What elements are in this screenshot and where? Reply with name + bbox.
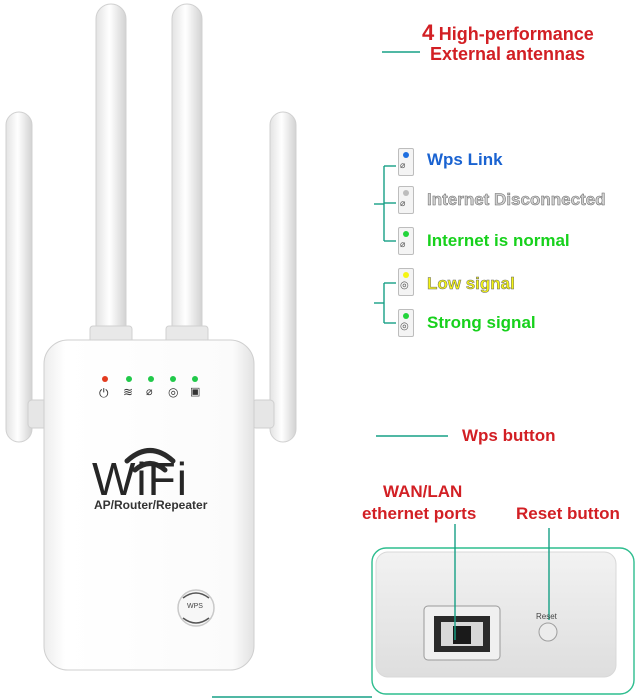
antenna-callout-line1: High-performance — [438, 24, 594, 44]
antenna-count: 4 — [422, 20, 435, 45]
wan-lan-callout-line1: WAN/LAN — [383, 482, 463, 501]
wifi-logo-arcs — [124, 448, 176, 473]
indicator-internet-normal: ⌀ — [398, 227, 414, 255]
label-low-signal: Low signal — [427, 274, 515, 294]
label-strong-signal: Strong signal — [427, 313, 536, 332]
antenna-left-inner — [89, 3, 133, 347]
signal-icon: ◎ — [400, 280, 409, 291]
wifi-icon: ≋ — [123, 385, 134, 399]
antenna-right-outer — [269, 111, 297, 443]
indicator-strong-signal: ◎ — [398, 309, 414, 337]
indicator-wps-link: ⌀ — [398, 148, 414, 176]
device-led-row: ⏻ ≋ ⌀ ◎ ▣ — [96, 376, 206, 406]
led-power — [102, 376, 108, 382]
wps-icon: ⌀ — [146, 386, 153, 398]
wps-button-callout: Wps button — [462, 426, 556, 445]
antenna-callout: 4 High-performance — [422, 20, 594, 46]
wps-icon: ⌀ — [400, 239, 406, 249]
signal-icon: ◎ — [168, 385, 179, 399]
power-icon: ⏻ — [99, 386, 109, 400]
reset-port-label: Reset — [536, 612, 557, 621]
device-brand: WiFi — [92, 453, 188, 505]
wps-icon: ⌀ — [400, 198, 406, 208]
wps-icon: ⌀ — [400, 160, 406, 170]
callout-lines — [212, 51, 550, 698]
label-wps-link: Wps Link — [427, 150, 503, 169]
label-internet-normal: Internet is normal — [427, 231, 570, 250]
led-lan — [192, 376, 198, 382]
reset-button-callout: Reset button — [516, 504, 620, 523]
led-wifi — [126, 376, 132, 382]
led-signal — [170, 376, 176, 382]
device-subtitle: AP/Router/Repeater — [94, 498, 208, 512]
antenna-right-inner — [165, 3, 209, 347]
wan-lan-callout-line2: ethernet ports — [362, 504, 477, 523]
led-wps — [148, 376, 154, 382]
device-wps-button-label: WPS — [187, 603, 203, 610]
antenna-left-outer — [5, 111, 33, 443]
indicator-low-signal: ◎ — [398, 268, 414, 296]
antenna-callout-line2: External antennas — [430, 44, 586, 64]
signal-icon: ◎ — [400, 321, 409, 332]
indicator-internet-disconnected: ⌀ — [398, 186, 414, 214]
lan-icon: ▣ — [190, 386, 201, 398]
label-internet-disconnected: Internet Disconnected — [427, 190, 606, 210]
